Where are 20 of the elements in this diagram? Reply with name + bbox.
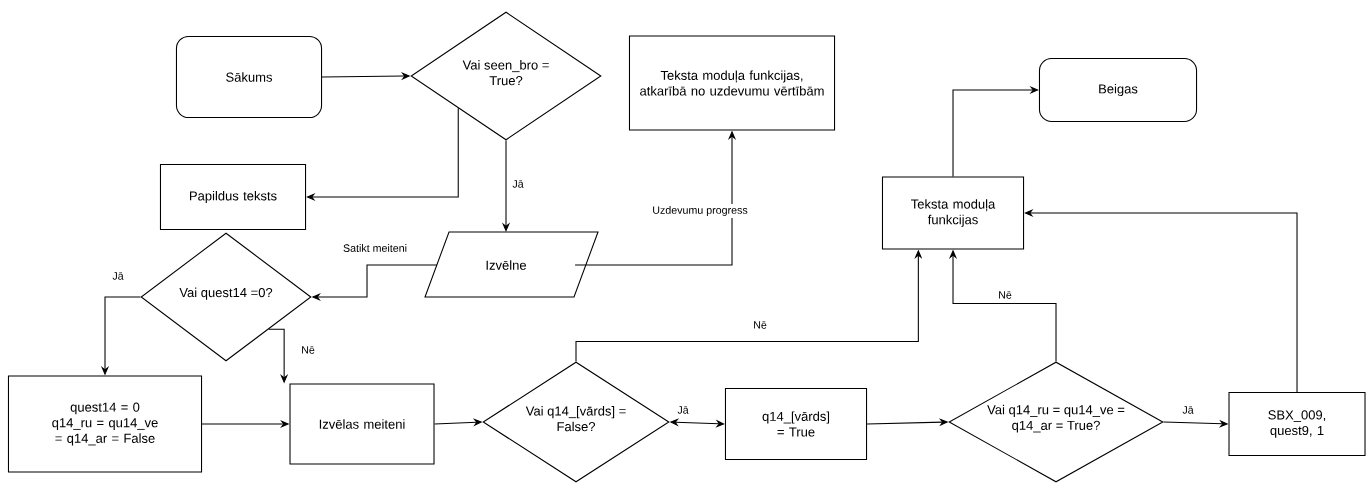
process-box: Izvēlas meiteni — [289, 383, 435, 465]
process-box: Teksta moduļa funkcijas, atkarībā no uzdevumu vērtībām — [628, 35, 836, 131]
terminal-box: Beigas — [1038, 58, 1198, 122]
edge-label: Jā — [510, 178, 526, 190]
process-box: quest14 = 0 q14_ru = qu14_ve = q14_ar = False — [7, 375, 203, 473]
input-parallelogram: Izvēlne — [424, 231, 599, 298]
arrow — [952, 85, 1039, 177]
edge-label: Jā — [675, 404, 691, 416]
edge-label: Satikt meiteni — [341, 242, 409, 254]
edge-label: Jā — [110, 270, 126, 282]
arrow — [306, 107, 459, 202]
process-box: SBX_009, quest9, 1 — [1228, 392, 1366, 456]
process-box: q14_[vārds] = True — [724, 388, 868, 460]
edge-label: Nē — [751, 319, 769, 331]
edge-label: Jā — [1180, 404, 1196, 416]
edge-label: Nē — [996, 289, 1014, 301]
process-box: Teksta moduļa funkcijas — [881, 176, 1025, 250]
edge-label: Uzdevumu progress — [650, 204, 750, 218]
terminal-box: Sākums — [175, 35, 323, 119]
process-box: Papildus teksts — [159, 163, 307, 231]
